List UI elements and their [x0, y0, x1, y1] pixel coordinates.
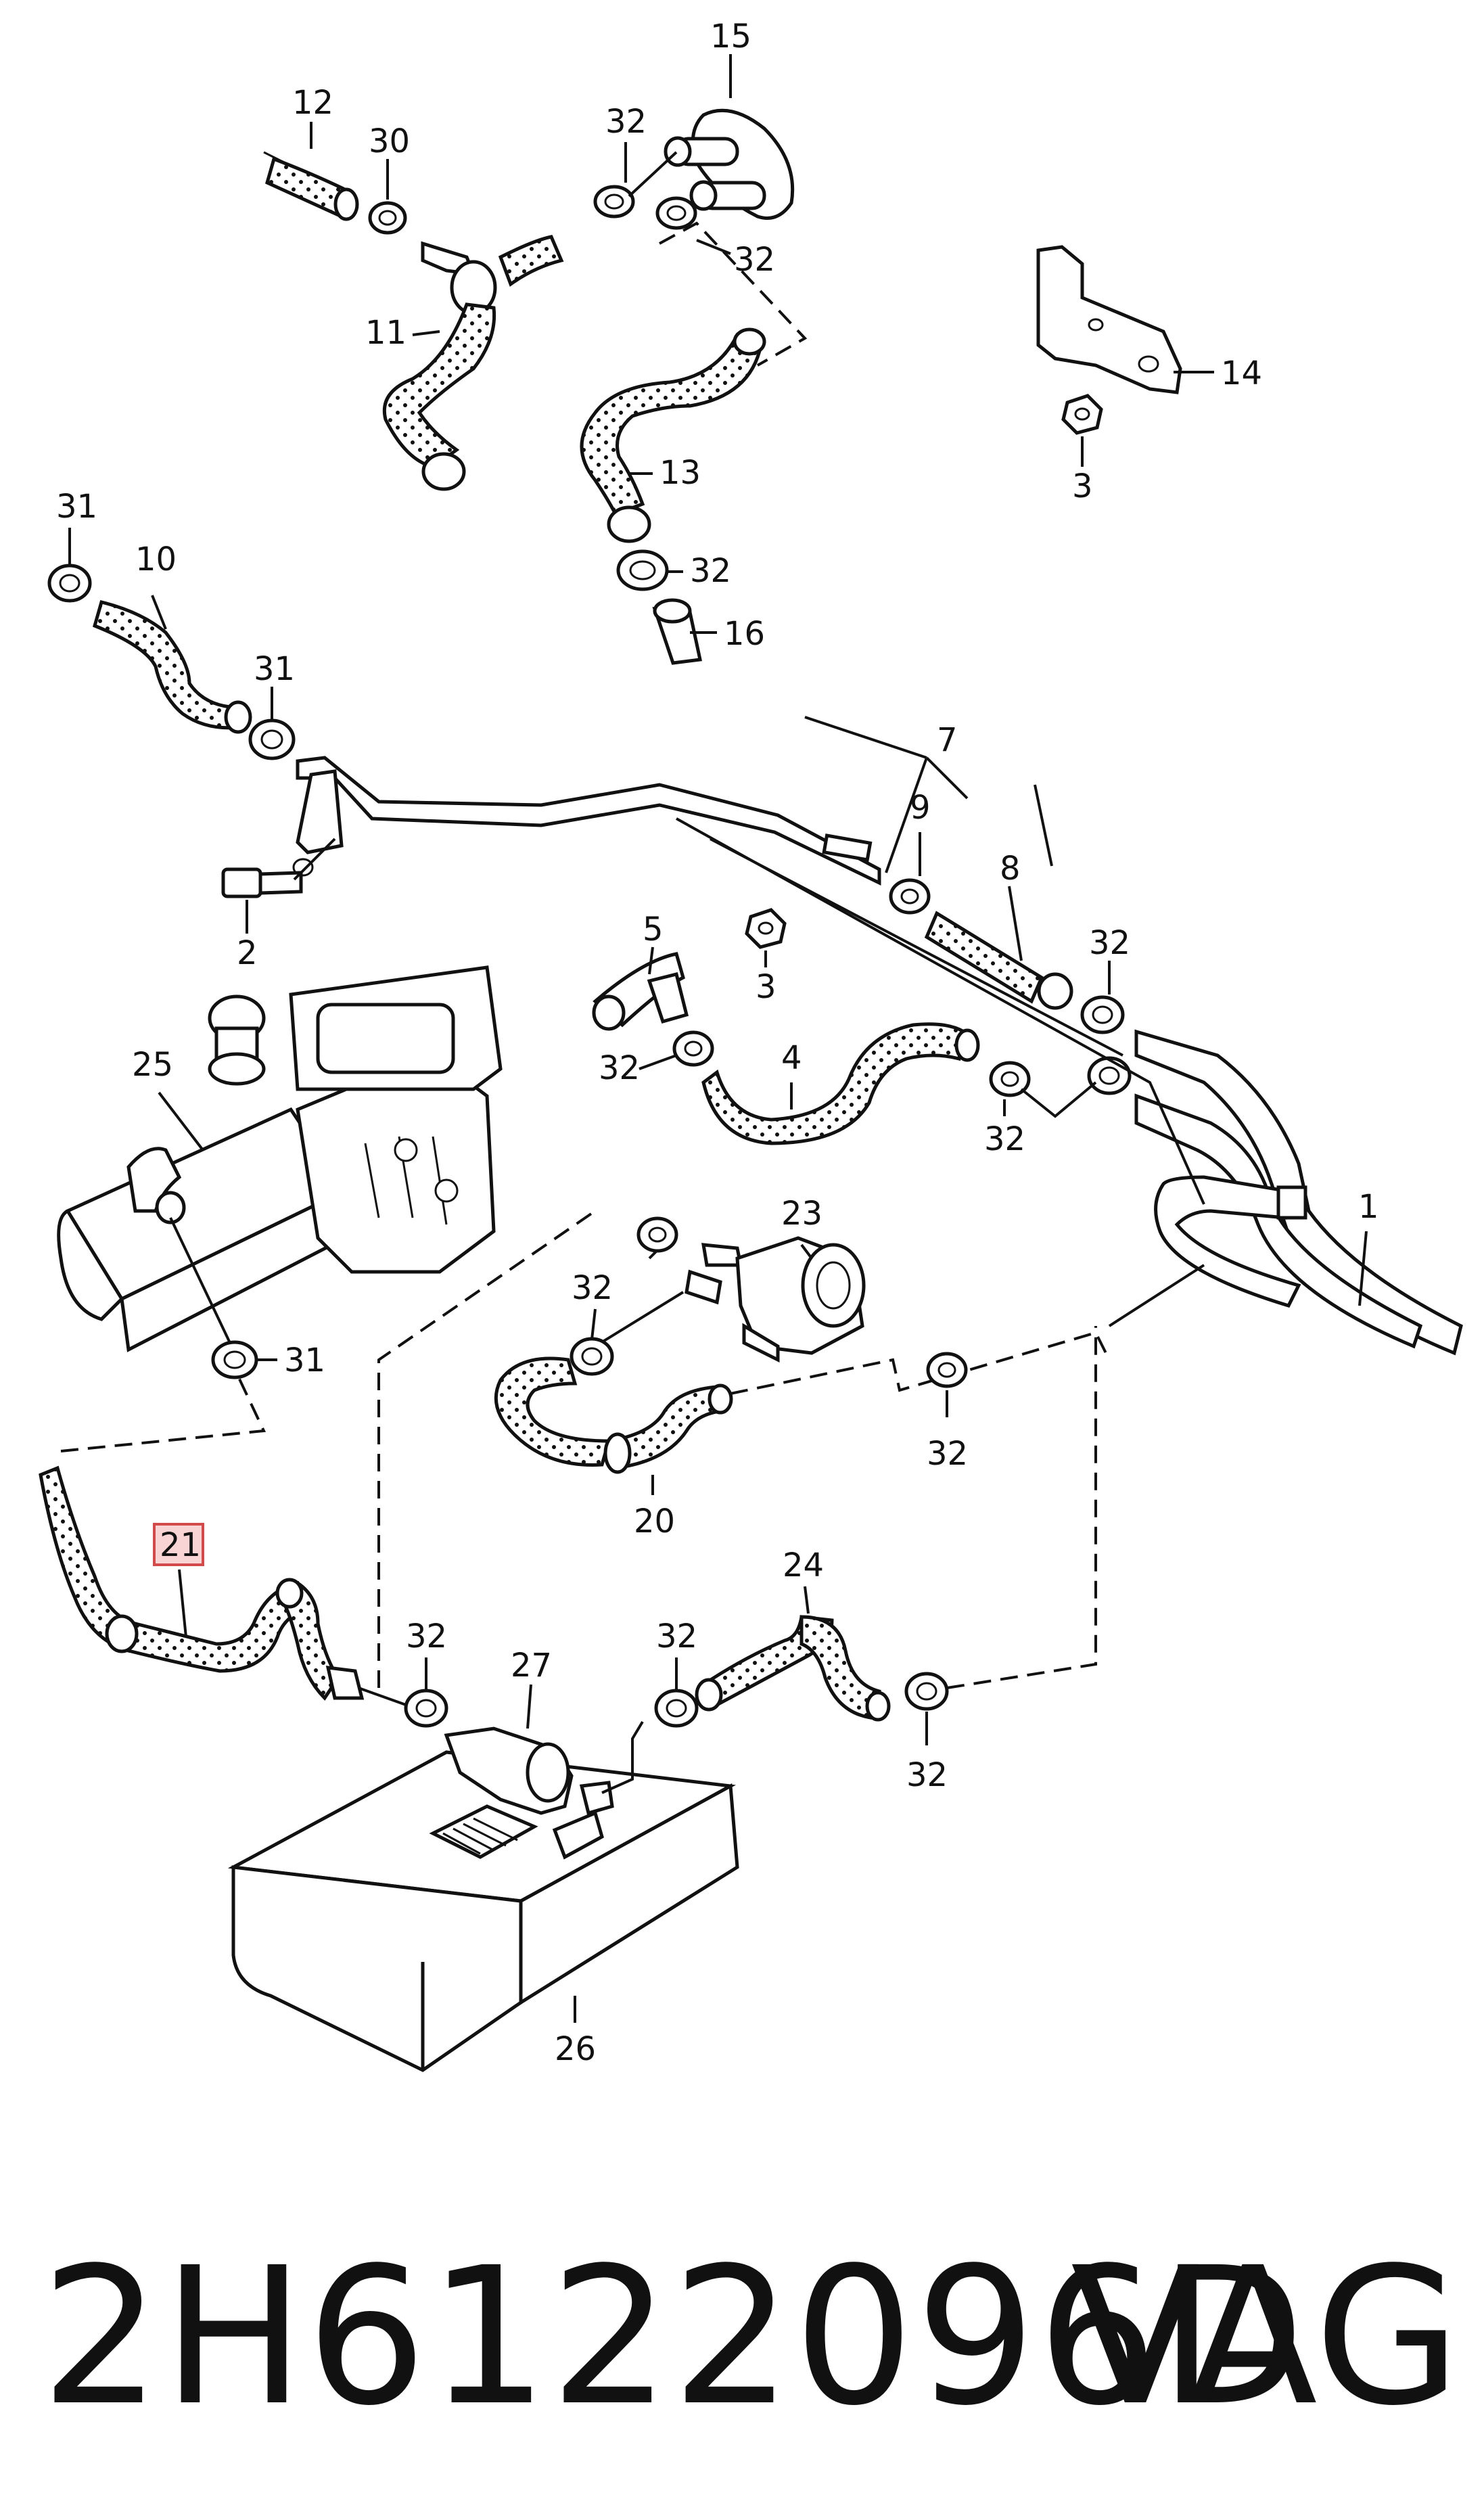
callout-31-a[interactable]: 31 — [56, 488, 97, 526]
part-number: 2H6122096D — [41, 2227, 1307, 2448]
callouts: 15 12 30 32 32 11 14 3 13 32 16 31 10 31… — [56, 18, 1379, 2068]
callout-4[interactable]: 4 — [781, 1039, 802, 1077]
part-5-connector[interactable] — [592, 952, 689, 1031]
callout-21[interactable]: 21 — [160, 1526, 201, 1564]
part-32-clamp-5[interactable] — [672, 1030, 714, 1067]
part-32-clamp-top-a[interactable] — [593, 185, 635, 219]
callout-31-b[interactable]: 31 — [254, 650, 295, 688]
part-12-hose[interactable] — [263, 151, 359, 221]
callout-27[interactable]: 27 — [511, 1647, 552, 1685]
callout-14[interactable]: 14 — [1221, 354, 1262, 392]
callout-32-c[interactable]: 32 — [690, 552, 731, 590]
callout-31-c[interactable]: 31 — [284, 1342, 325, 1379]
part-31-clamp-10[interactable] — [248, 718, 296, 760]
callout-11[interactable]: 11 — [365, 314, 407, 352]
part-7-pipe-assembly[interactable] — [292, 756, 881, 886]
footer: 2H6122096D VAG — [27, 2226, 1461, 2449]
part-31-clamp-left[interactable] — [47, 564, 92, 603]
part-32-clamp-24a[interactable] — [654, 1689, 699, 1728]
callout-32-h[interactable]: 32 — [927, 1435, 968, 1473]
part-32-clamp-20a[interactable] — [570, 1337, 614, 1376]
part-21-hose[interactable] — [39, 1465, 365, 1701]
part-11-hose[interactable] — [382, 235, 564, 491]
part-4-hose[interactable] — [701, 1022, 980, 1145]
callout-26[interactable]: 26 — [555, 2030, 596, 2068]
leader-lines — [68, 54, 1368, 2023]
callout-7[interactable]: 7 — [937, 721, 958, 759]
callout-23[interactable]: 23 — [781, 1195, 822, 1233]
part-3-nut-top[interactable] — [1061, 394, 1103, 435]
part-32-clamp-top-b[interactable] — [655, 196, 697, 230]
callout-3-mid[interactable]: 3 — [756, 968, 776, 1006]
part-1-pipe-assembly[interactable] — [1134, 1029, 1463, 1356]
part-24-hose[interactable] — [695, 1615, 891, 1722]
callout-32-b[interactable]: 32 — [734, 241, 775, 279]
part-26-auxiliary-heater[interactable] — [227, 1750, 739, 2072]
callout-32-d[interactable]: 32 — [1089, 924, 1130, 962]
callout-20[interactable]: 20 — [634, 1503, 675, 1540]
part-30-clamp[interactable] — [368, 201, 407, 235]
part-32-clamp-23a[interactable] — [636, 1216, 678, 1253]
callout-16[interactable]: 16 — [724, 615, 765, 653]
callout-13[interactable]: 13 — [659, 454, 701, 492]
callout-9[interactable]: 9 — [910, 789, 931, 827]
part-25-egr-cooler[interactable] — [57, 965, 503, 1352]
callout-3-top[interactable]: 3 — [1072, 467, 1093, 505]
part-32-clamp-4[interactable] — [989, 1061, 1031, 1097]
callout-10[interactable]: 10 — [135, 541, 177, 578]
callout-5[interactable]: 5 — [643, 911, 664, 948]
callout-32-g[interactable]: 32 — [572, 1269, 613, 1307]
part-32-clamp-8[interactable] — [1080, 995, 1125, 1034]
callout-21-highlight[interactable]: 21 — [153, 1523, 204, 1566]
part-15-pipe-flange[interactable] — [628, 108, 795, 220]
callout-32-k[interactable]: 32 — [906, 1756, 948, 1794]
part-32-clamp-24b[interactable] — [904, 1672, 949, 1711]
callout-2[interactable]: 2 — [237, 934, 258, 972]
callout-32-j[interactable]: 32 — [656, 1618, 697, 1655]
callout-12[interactable]: 12 — [292, 84, 333, 122]
part-13-hose[interactable] — [580, 327, 766, 543]
part-32-clamp-13[interactable] — [616, 549, 669, 591]
part-23-pump[interactable] — [685, 1236, 866, 1363]
callout-32-a[interactable]: 32 — [605, 103, 647, 141]
part-8-hose[interactable] — [924, 911, 1073, 1010]
part-2-bolt[interactable] — [221, 867, 303, 898]
callout-24[interactable]: 24 — [783, 1547, 824, 1584]
part-32-clamp-1[interactable] — [1087, 1056, 1132, 1095]
part-9-clamp[interactable] — [889, 878, 931, 915]
callout-32-i[interactable]: 32 — [406, 1618, 447, 1655]
callout-15[interactable]: 15 — [710, 18, 751, 55]
callout-1[interactable]: 1 — [1358, 1188, 1379, 1226]
part-27-component[interactable] — [444, 1726, 614, 1816]
callout-25[interactable]: 25 — [132, 1046, 173, 1084]
part-10-hose[interactable] — [92, 599, 252, 734]
brand-label: VAG — [1070, 2227, 1461, 2448]
part-14-bracket[interactable] — [1036, 245, 1182, 394]
callout-30[interactable]: 30 — [369, 122, 410, 160]
callout-32-f[interactable]: 32 — [984, 1120, 1025, 1158]
part-32-clamp-20b[interactable] — [926, 1352, 968, 1388]
part-3-nut-mid[interactable] — [745, 908, 787, 949]
part-16-pipe[interactable] — [652, 598, 703, 665]
part-20-hose[interactable] — [494, 1356, 733, 1474]
callout-32-e[interactable]: 32 — [599, 1049, 640, 1087]
part-32-clamp-21[interactable] — [404, 1689, 448, 1728]
part-31-clamp-25[interactable] — [211, 1340, 258, 1379]
callout-8[interactable]: 8 — [1000, 850, 1021, 888]
